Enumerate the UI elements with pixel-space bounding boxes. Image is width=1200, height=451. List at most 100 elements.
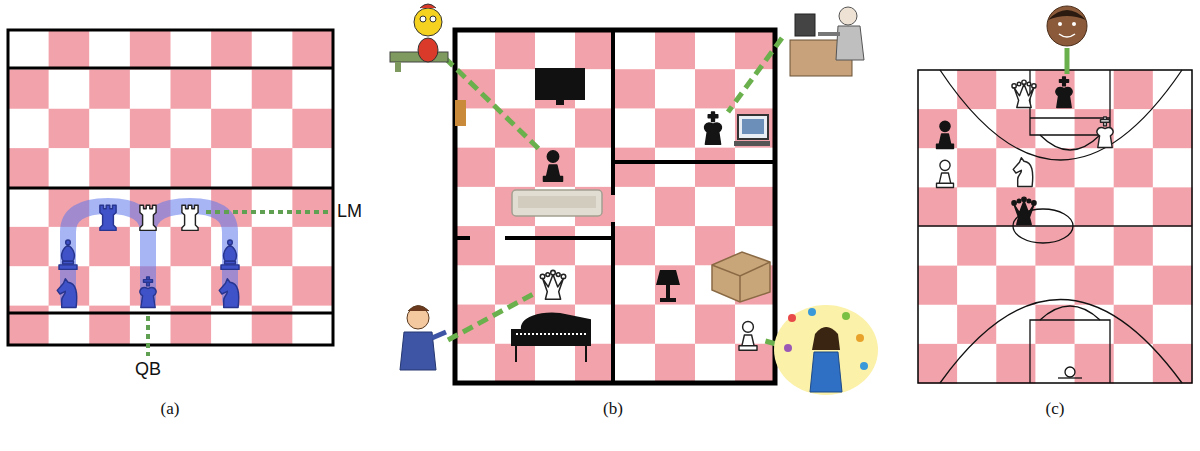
- board-square: [1114, 148, 1154, 188]
- board-square: [1114, 344, 1154, 384]
- board-square: [455, 265, 496, 305]
- panel-label: (a): [161, 399, 180, 419]
- piece-part: [1014, 201, 1034, 224]
- board-square: [535, 30, 576, 70]
- monitor: [795, 14, 815, 36]
- court-line: [940, 70, 1182, 160]
- board-square: [695, 148, 736, 188]
- board-square: [130, 69, 171, 109]
- piece-part: [742, 335, 755, 347]
- board-square: [1035, 187, 1075, 227]
- player-eye: [1072, 22, 1076, 26]
- board-square: [171, 69, 212, 109]
- link-line: [728, 38, 782, 112]
- board-square: [615, 30, 656, 70]
- box-edge: [712, 262, 770, 302]
- board-square: [1075, 187, 1115, 227]
- piece-part: [59, 265, 77, 270]
- board-square: [130, 148, 171, 188]
- board-square: [455, 30, 496, 70]
- board-square: [211, 148, 252, 188]
- leader-line: [146, 316, 150, 356]
- piece-part: [219, 279, 239, 308]
- piece-part: [1027, 82, 1031, 86]
- board-square: [996, 187, 1036, 227]
- board-square: [89, 69, 130, 109]
- board-square: [655, 226, 696, 266]
- white-queen-piece: [1012, 80, 1036, 107]
- piece-part: [1097, 128, 1113, 148]
- board-square: [655, 265, 696, 305]
- computer-screen: [742, 119, 764, 134]
- court-line: [1030, 117, 1110, 118]
- piece-part: [224, 245, 237, 261]
- board-square: [918, 305, 958, 345]
- piece-part: [937, 144, 954, 148]
- figure-hair: [812, 327, 840, 350]
- white-king-piece: [1097, 117, 1113, 148]
- callout-label: QB: [135, 359, 161, 380]
- board-square: [495, 69, 536, 109]
- board-square: [252, 148, 293, 188]
- blue-rook-piece: [100, 205, 116, 230]
- board-square: [252, 188, 293, 228]
- board-square: [655, 305, 696, 345]
- board-square: [130, 30, 171, 70]
- board-square: [655, 108, 696, 148]
- board-square: [89, 109, 130, 149]
- piece-part: [100, 205, 116, 230]
- court-line: [1040, 306, 1100, 320]
- tv-icon: [535, 68, 585, 100]
- player-face: [1047, 6, 1087, 46]
- board-square: [918, 148, 958, 188]
- board-square: [535, 226, 576, 266]
- blue-knight-piece: [57, 279, 77, 308]
- piece-part: [940, 121, 950, 131]
- court-line: [1030, 320, 1110, 383]
- board-square: [252, 266, 293, 306]
- tv-stand: [556, 100, 564, 105]
- piece-part: [57, 279, 77, 308]
- board-square: [8, 227, 49, 267]
- piece-part: [221, 265, 239, 270]
- inner-wall: [611, 30, 615, 195]
- piece-part: [939, 173, 951, 184]
- piece-part: [544, 176, 563, 181]
- board-square: [455, 305, 496, 345]
- board-square: [89, 148, 130, 188]
- court-line: [1030, 70, 1110, 135]
- piece-part: [1017, 199, 1021, 203]
- board-square: [8, 266, 49, 306]
- board-square: [455, 148, 496, 188]
- piece-part: [743, 322, 754, 333]
- board-square: [918, 344, 958, 384]
- board-square: [695, 108, 736, 148]
- figure-body: [810, 352, 842, 392]
- figure-hair: [408, 306, 429, 312]
- board-square: [615, 187, 656, 227]
- board-square: [918, 70, 958, 110]
- band-line: [8, 67, 333, 70]
- board-square: [1075, 305, 1115, 345]
- board-c: [918, 70, 1192, 384]
- math-symbol: [860, 362, 868, 370]
- panel-label: (b): [603, 399, 623, 419]
- link-line: [762, 340, 776, 344]
- piece-part: [1101, 120, 1110, 123]
- figure-body: [836, 26, 864, 60]
- piece-part: [705, 123, 722, 144]
- band-line: [8, 187, 333, 190]
- backboard: [1058, 377, 1082, 378]
- board-square: [8, 109, 49, 149]
- piece-part: [140, 288, 156, 308]
- board-square: [1114, 227, 1154, 267]
- lamp-stem: [666, 285, 670, 299]
- board-square: [1114, 187, 1154, 227]
- piece-part: [140, 205, 156, 230]
- board-square: [575, 30, 616, 70]
- lamp-base: [660, 298, 676, 302]
- board-square: [655, 187, 696, 227]
- computer-icon: [738, 115, 768, 139]
- piece-part: [182, 205, 198, 230]
